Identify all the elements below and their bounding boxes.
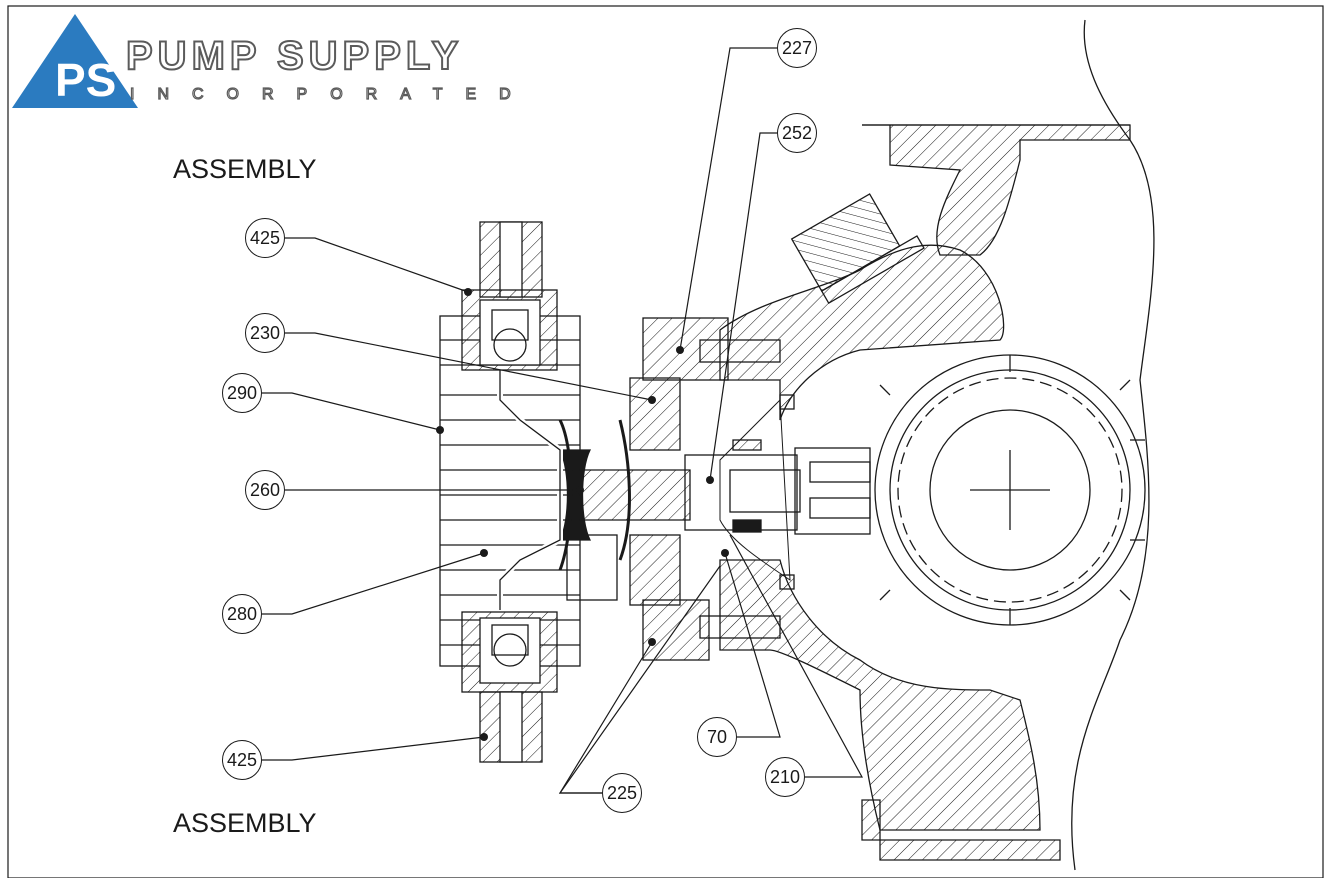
callout-225: 225	[602, 773, 642, 813]
leader-dots	[436, 288, 729, 741]
callout-227: 227	[777, 28, 817, 68]
callout-230: 230	[245, 313, 285, 353]
logo-mark-icon: PS	[12, 14, 138, 108]
logo-mark-text: PS	[55, 54, 116, 106]
logo-company-name: PUMP SUPPLY	[125, 33, 464, 79]
callout-290: 290	[222, 373, 262, 413]
callout-210: 210	[765, 757, 805, 797]
callout-252: 252	[777, 113, 817, 153]
callout-260: 260	[245, 470, 285, 510]
callout-280: 280	[222, 594, 262, 634]
heading-top: ASSEMBLY	[173, 154, 317, 184]
leader-lines	[262, 47, 864, 794]
pump-head	[439, 221, 581, 763]
logo-company-subtitle: INCORPORATED	[129, 85, 534, 103]
drive-housing	[699, 19, 1155, 871]
diaphragm-section	[558, 317, 801, 661]
heading-bottom: ASSEMBLY	[173, 808, 317, 838]
callout-425-bottom: 425	[222, 740, 262, 780]
page-border	[7, 5, 1324, 878]
callout-425-top: 425	[245, 218, 285, 258]
callout-70: 70	[697, 717, 737, 757]
